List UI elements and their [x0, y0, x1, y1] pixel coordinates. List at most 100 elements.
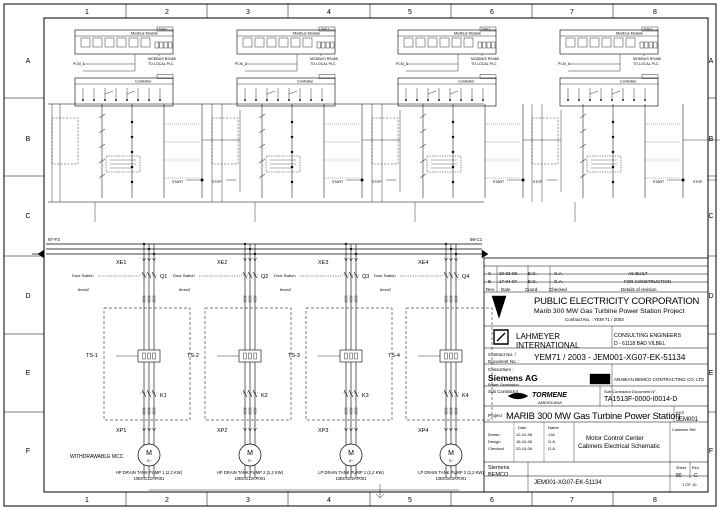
customer-ref: Customer Ref. [672, 428, 697, 432]
junction [290, 180, 294, 184]
terminal-block [278, 37, 289, 48]
withdrawable-connector-label: XE4 [418, 260, 428, 266]
contact [579, 173, 587, 179]
controller-box [74, 77, 174, 107]
controller-title: Controller [297, 80, 314, 84]
rev-desc: FOR CONSTRUCTION [624, 279, 671, 284]
title-block-grid [483, 257, 709, 493]
terminal-block [140, 37, 151, 48]
outgoing-plug-label: XP3 [318, 428, 328, 434]
modbus-title: Modbus Module [616, 32, 643, 36]
controller-box [397, 77, 497, 107]
io-node [427, 99, 429, 101]
motor-description: LP DRAIN TANK PUMP 1 (2,2 KW) [318, 470, 384, 475]
door-switch-label: Door Switch [173, 273, 195, 278]
terminal [449, 295, 453, 303]
motor-description: HP DRAIN TANK PUMP 2 (2,2 KW) [217, 470, 284, 475]
terminal-block [451, 37, 462, 48]
soft-starter-label: TS-4 [388, 353, 400, 359]
plc-signal-label: PCM_4 [558, 62, 570, 66]
sign-name: G.A. [548, 439, 557, 444]
modbus-note-2: TO LOCAL PLC [310, 62, 336, 66]
modbus-note-1: MODBUS RS485 [471, 57, 499, 61]
sign-role: Drawn [488, 432, 500, 437]
terminal-block [290, 37, 301, 48]
heater-element [449, 352, 453, 360]
consultant-role: CONSULTING ENGINEERS [614, 333, 682, 339]
terminal [142, 407, 146, 415]
io-node [611, 99, 613, 101]
contact [98, 143, 106, 149]
sign-role: Checked [488, 446, 504, 451]
terminal [142, 295, 146, 303]
motor-symbol [439, 443, 463, 467]
controller-contact [427, 90, 437, 95]
contactor-contact [348, 389, 354, 398]
stop-label: STOP [372, 180, 382, 184]
module-tag-box [479, 26, 497, 32]
cubicle-frame [204, 307, 292, 421]
modbus-title: Modbus Module [454, 32, 481, 36]
rs485-terminal [639, 41, 644, 49]
contact [98, 113, 106, 119]
grid-row-right: D [708, 293, 713, 300]
grid-col-top: 6 [490, 9, 494, 16]
start-label: START [653, 180, 665, 184]
stop-label: STOP [533, 180, 543, 184]
contactor-contact [242, 389, 248, 398]
bemco-logo [589, 373, 611, 385]
heater-element [142, 352, 146, 360]
bottom-left-bemco: BEMCO [488, 472, 509, 478]
junction [130, 165, 134, 169]
plug-contact [454, 427, 458, 432]
rev-date: 17-04-07 [499, 279, 518, 284]
rev-by: E.G. [528, 271, 538, 276]
terminal [444, 295, 448, 303]
terminal-block [565, 37, 576, 48]
contactor-contact [151, 389, 157, 398]
heater-element [349, 352, 353, 360]
controller-tag-box [479, 74, 497, 79]
terminal [147, 295, 151, 303]
drawing-title-2: Cabinets Electrical Schematic [578, 443, 660, 450]
consultant-name: LAHMEYER [516, 332, 561, 341]
breaker-label: Q1 [160, 274, 167, 280]
terminal-block [242, 37, 253, 48]
motor-phase: 3~ [248, 458, 253, 463]
node [360, 178, 364, 182]
checked-head: Checked [549, 287, 567, 292]
tormene-name: TORMENE [532, 392, 567, 399]
terminal-block [589, 37, 600, 48]
plug-contact [147, 257, 151, 262]
plug-contact [253, 427, 257, 432]
motor-letter: M [146, 450, 152, 457]
io-node [310, 99, 312, 101]
controller-title: Controller [620, 80, 637, 84]
motor-kks: 10EKG13AP001 [235, 476, 266, 481]
contact [98, 173, 106, 179]
coord-head: Coord. [525, 287, 539, 292]
motor-symbol [137, 443, 161, 467]
soft-starter-label: TS-2 [187, 353, 199, 359]
plug-contact [444, 257, 448, 262]
module-tag: Tafel 1 [482, 27, 491, 31]
terminal-block [302, 37, 313, 48]
junction [611, 135, 615, 139]
sign-name: G.A. [548, 446, 557, 451]
controller-tag-box [156, 74, 174, 79]
plug-contact [449, 427, 453, 432]
sign-role: Design [488, 439, 501, 444]
junction [290, 135, 294, 139]
cable-size: 6mm2 [380, 287, 392, 292]
modbus-note-2: TO LOCAL PLC [471, 62, 497, 66]
junction [130, 150, 134, 154]
terminal-block [104, 37, 115, 48]
contactor-contact [443, 389, 449, 398]
contact [579, 143, 587, 149]
sign-name-head: Name [548, 425, 559, 430]
rev-date: 20-03-08 [499, 271, 518, 276]
